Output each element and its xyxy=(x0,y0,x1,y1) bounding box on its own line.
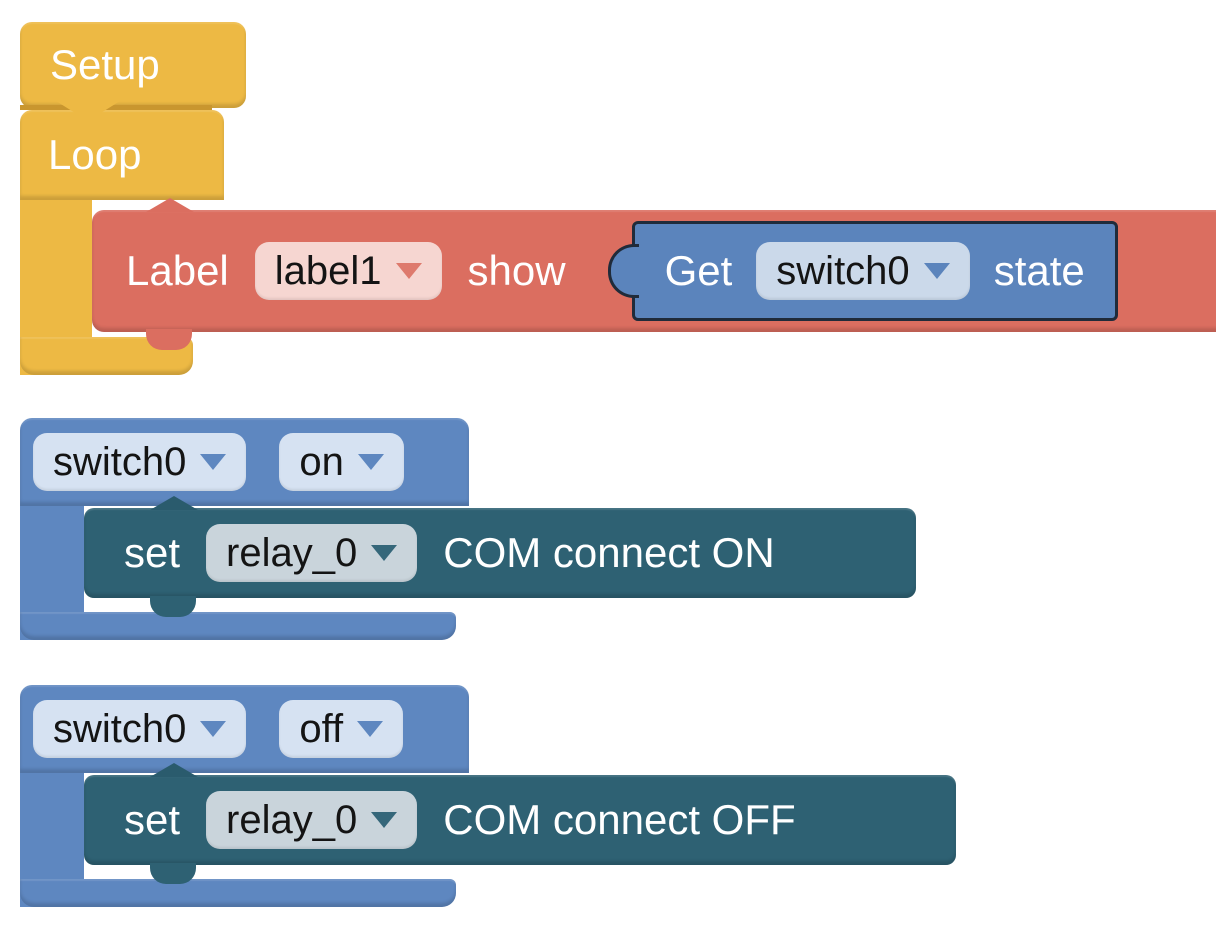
label-show-block[interactable]: Label label1 show Get switch0 state xyxy=(92,210,1216,332)
label-name-value: label1 xyxy=(274,249,382,293)
relay-dropdown[interactable]: relay_0 xyxy=(206,524,418,582)
dropdown-arrow-icon xyxy=(395,263,422,279)
switch-off-event-block[interactable]: switch0 off xyxy=(20,685,469,773)
setup-block[interactable]: Setup xyxy=(20,22,246,108)
set-prefix-text: set xyxy=(124,529,181,576)
switch-on-block-bottom[interactable] xyxy=(20,612,456,640)
switch-on-event-block[interactable]: switch0 on xyxy=(20,418,469,506)
label-block-next-connector xyxy=(146,329,192,350)
switch-off-device-dropdown[interactable]: switch0 xyxy=(33,700,247,758)
switch-on-state-dropdown[interactable]: on xyxy=(279,433,404,491)
switch-off-block-bottom[interactable] xyxy=(20,879,456,907)
set-prefix-text: set xyxy=(124,796,181,843)
setup-label: Setup xyxy=(50,41,160,88)
get-suffix-text: state xyxy=(993,247,1085,294)
label-block-top-connector xyxy=(146,198,194,212)
dropdown-arrow-icon xyxy=(371,812,398,828)
relay-dropdown[interactable]: relay_0 xyxy=(206,791,418,849)
switch-off-state-dropdown[interactable]: off xyxy=(279,700,404,758)
set-suffix-text: COM connect OFF xyxy=(443,796,796,843)
label-name-dropdown[interactable]: label1 xyxy=(254,242,442,300)
set-relay-off-next-connector xyxy=(150,863,196,884)
switch-off-device-value: switch0 xyxy=(53,707,187,751)
loop-block[interactable]: Loop xyxy=(20,110,224,200)
get-device-value: switch0 xyxy=(776,249,910,293)
dropdown-arrow-icon xyxy=(357,721,384,737)
dropdown-arrow-icon xyxy=(371,545,398,561)
get-device-dropdown[interactable]: switch0 xyxy=(756,242,970,300)
switch-on-state-value: on xyxy=(299,440,344,484)
set-relay-off-block[interactable]: set relay_0 COM connect OFF xyxy=(84,775,956,865)
label-suffix-text: show xyxy=(467,247,566,294)
switch-on-device-value: switch0 xyxy=(53,440,187,484)
dropdown-arrow-icon xyxy=(357,454,384,470)
dropdown-arrow-icon xyxy=(200,721,227,737)
set-suffix-text: COM connect ON xyxy=(443,529,775,576)
relay-value: relay_0 xyxy=(226,531,358,575)
dropdown-arrow-icon xyxy=(923,263,950,279)
relay-value: relay_0 xyxy=(226,798,358,842)
get-prefix-text: Get xyxy=(664,247,733,294)
get-state-block[interactable]: Get switch0 state xyxy=(607,221,1118,321)
set-relay-on-next-connector xyxy=(150,596,196,617)
dropdown-arrow-icon xyxy=(200,454,227,470)
switch-on-device-dropdown[interactable]: switch0 xyxy=(33,433,247,491)
switch-off-state-value: off xyxy=(299,707,344,751)
set-relay-on-block[interactable]: set relay_0 COM connect ON xyxy=(84,508,916,598)
label-prefix-text: Label xyxy=(126,247,229,294)
loop-label: Loop xyxy=(48,131,142,178)
value-plug-connector xyxy=(607,244,639,298)
